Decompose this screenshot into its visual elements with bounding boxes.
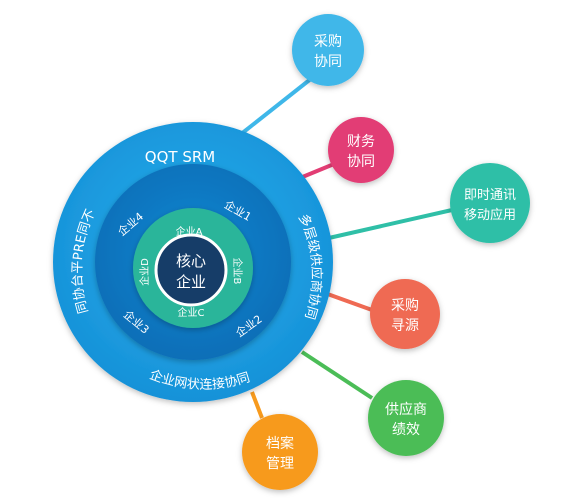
svg-text:协同: 协同 xyxy=(347,154,375,170)
svg-text:移动应用: 移动应用 xyxy=(464,207,516,223)
svg-text:寻源: 寻源 xyxy=(391,318,419,334)
svg-text:协同: 协同 xyxy=(314,54,342,70)
svg-text:管理: 管理 xyxy=(266,456,294,472)
svg-text:财务: 财务 xyxy=(347,134,375,150)
connector-line xyxy=(300,350,374,400)
inner-label-a: 企业A xyxy=(176,225,203,238)
satellite-archive-management: 档案 管理 xyxy=(242,414,318,490)
svg-text:即时通讯: 即时通讯 xyxy=(464,188,516,203)
inner-label-c: 企业C xyxy=(178,306,205,319)
ring-title: QQT SRM xyxy=(145,148,215,166)
connector-line xyxy=(319,208,453,242)
inner-label-d: 企业D xyxy=(138,258,151,286)
svg-text:采购: 采购 xyxy=(391,298,419,314)
satellite-supplier-performance: 供应商 绩效 xyxy=(368,380,444,456)
svg-text:档案: 档案 xyxy=(266,435,294,452)
satellite-sourcing: 采购 寻源 xyxy=(370,279,440,349)
center-line-2: 企业 xyxy=(176,273,206,291)
connector-line xyxy=(321,290,373,312)
svg-text:采购: 采购 xyxy=(314,34,342,50)
connector-lines xyxy=(234,76,453,419)
connector-line xyxy=(234,76,314,140)
svg-text:绩效: 绩效 xyxy=(392,422,420,438)
center-line-1: 核心 xyxy=(176,252,206,270)
center-circle xyxy=(154,233,228,307)
connector-line xyxy=(250,391,264,419)
satellite-procurement-collab: 采购 协同 xyxy=(292,14,364,86)
connector-line xyxy=(299,162,335,180)
inner-label-b: 企业B xyxy=(231,258,244,285)
svg-text:供应商: 供应商 xyxy=(385,401,427,418)
satellite-finance-collab: 财务 协同 xyxy=(328,117,394,183)
satellite-im-mobile: 即时通讯 移动应用 xyxy=(450,163,530,243)
